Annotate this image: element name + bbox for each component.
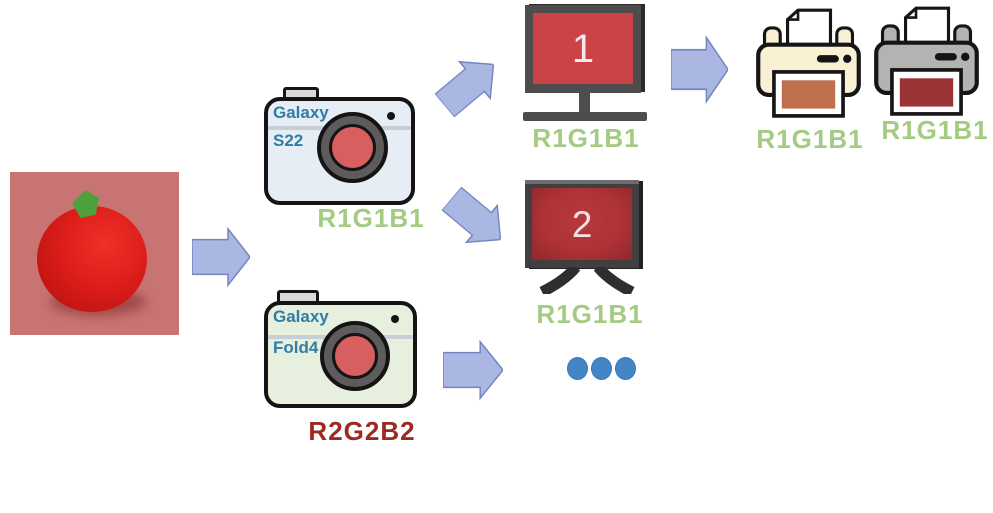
tv-2-icon: 2 xyxy=(525,180,639,268)
tv-2-label: R1G1B1 xyxy=(536,299,644,329)
camera-s22-icon: Galaxy S22 xyxy=(264,97,415,205)
camera-fold4-brand-line1: Galaxy xyxy=(273,307,329,326)
camera-lens-inner xyxy=(332,333,378,379)
ellipsis-dot xyxy=(591,357,612,380)
camera-fold4-label: R2G2B2 xyxy=(308,416,416,446)
ellipsis-dot xyxy=(567,357,588,380)
printer-1-icon xyxy=(756,7,861,118)
camera-lens-outer xyxy=(320,321,390,391)
monitor-1-icon: 1 xyxy=(525,5,641,93)
camera-viewfinder-dot xyxy=(391,315,399,323)
printer-2-label: R1G1B1 xyxy=(881,115,989,145)
monitor-1-number: 1 xyxy=(571,26,595,71)
tomato-body xyxy=(37,206,147,312)
printer-2-icon xyxy=(874,5,979,116)
monitor-1-stand-pole xyxy=(579,93,590,113)
source-image xyxy=(10,172,179,335)
monitor-1-label: R1G1B1 xyxy=(532,123,640,153)
arrow-s22-to-monitor2-icon xyxy=(433,177,518,261)
camera-lens-outer xyxy=(317,112,388,183)
printer-1-label: R1G1B1 xyxy=(756,124,864,154)
arrow-source-to-cameras-icon xyxy=(192,224,250,290)
monitor-1-stand-base xyxy=(523,112,647,121)
camera-s22-brand-line2: S22 xyxy=(273,131,304,150)
camera-lens-inner xyxy=(329,124,376,171)
arrow-fold4-to-more-icon xyxy=(443,337,503,403)
arrow-s22-to-monitor1-icon xyxy=(426,43,511,127)
ellipsis-dot xyxy=(615,357,636,380)
camera-s22-label: R1G1B1 xyxy=(317,203,425,233)
camera-viewfinder-dot xyxy=(387,112,395,120)
camera-s22-brand-line1: Galaxy xyxy=(273,103,329,122)
camera-fold4-icon: Galaxy Fold4 xyxy=(264,301,417,408)
camera-fold4-brand-line2: Fold4 xyxy=(273,338,319,357)
tv-2-legs xyxy=(539,267,635,294)
ellipsis-dots xyxy=(567,357,636,380)
arrow-monitor1-to-printers-icon xyxy=(671,32,728,107)
tv-2-number: 2 xyxy=(571,203,593,245)
tv-2-screen: 2 xyxy=(532,188,632,260)
monitor-1-screen: 1 xyxy=(533,13,633,84)
